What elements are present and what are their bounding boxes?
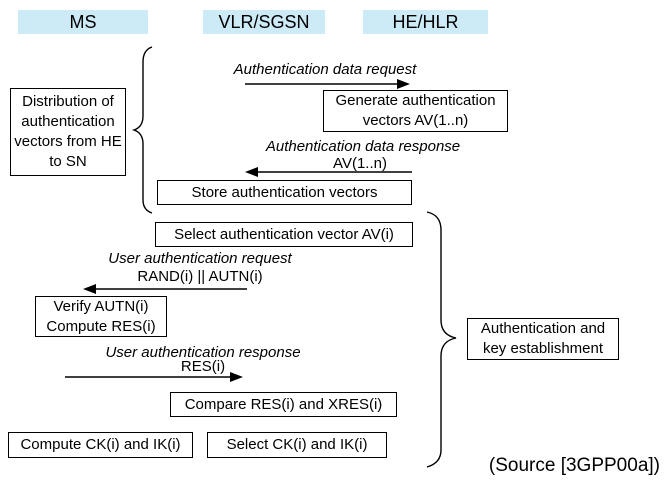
annotation-distribution-of-vectors: Distribution of authentication vectors f… <box>10 88 126 176</box>
arrow-authentication-data-response <box>245 167 412 177</box>
verify-line: Verify AUTN(i) <box>53 297 149 315</box>
message-label-authentication-data-request: Authentication data request <box>233 61 417 78</box>
left-brace <box>131 46 153 214</box>
process-box-generate-vectors: Generate authentication vectors AV(1..n) <box>323 90 508 132</box>
process-box-compute-ck-ik: Compute CK(i) and IK(i) <box>8 432 193 458</box>
message-param-av-1-n: AV(1..n) <box>333 155 387 172</box>
process-box-store-vectors: Store authentication vectors <box>157 180 412 205</box>
message-param-res: RES(i) <box>180 358 226 375</box>
annotation-authentication-establishment: Authentication and key establishment <box>467 318 619 360</box>
compute-res-line: Compute RES(i) <box>46 317 156 335</box>
column-header-vlr-sgsn: VLR/SGSN <box>203 10 325 34</box>
message-label-authentication-data-response: Authentication data response <box>265 138 461 155</box>
process-box-verify-compute: Verify AUTN(i) Compute RES(i) <box>35 296 167 337</box>
source-citation: (Source [3GPP00a]) <box>488 455 660 476</box>
arrow-authentication-data-request <box>245 79 410 89</box>
process-box-select-ck-ik: Select CK(i) and IK(i) <box>207 432 387 458</box>
message-label-user-authentication-response: User authentication response <box>105 344 301 361</box>
column-header-ms: MS <box>18 10 148 34</box>
process-box-compare-res: Compare RES(i) and XRES(i) <box>170 392 397 417</box>
column-header-he-hlr: HE/HLR <box>363 10 488 34</box>
arrow-user-authentication-response <box>65 372 243 382</box>
message-label-user-authentication-request: User authentication request <box>108 250 292 267</box>
arrow-user-authentication-request <box>83 284 247 294</box>
process-box-select-vector: Select authentication vector AV(i) <box>155 222 413 247</box>
right-brace <box>426 211 457 468</box>
message-param-rand-autn: RAND(i) || AUTN(i) <box>137 268 263 285</box>
